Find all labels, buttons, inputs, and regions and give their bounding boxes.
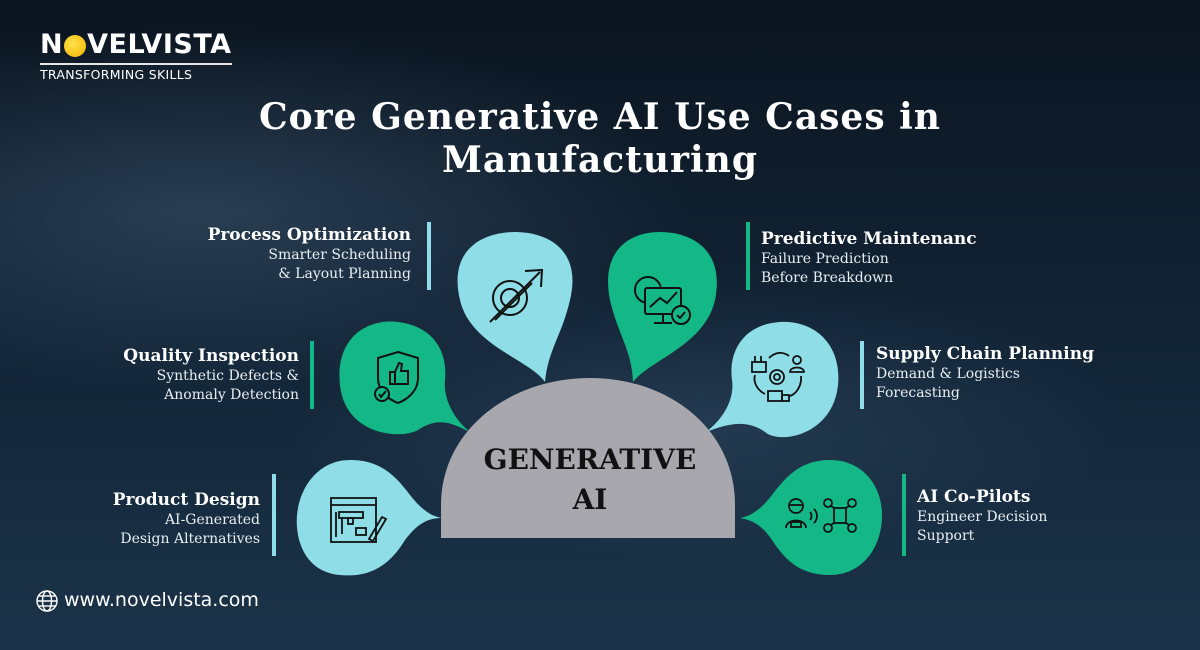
footer-website[interactable]: www.novelvista.com [64,589,259,611]
page-title: Core Generative AI Use Cases in Manufact… [259,96,941,181]
bubble-quality-inspection [339,321,470,435]
center-label: GENERATIVE AI [483,443,697,516]
bubble-supply-chain [706,321,839,438]
bubble-predictive-maintenance [608,232,717,382]
label-supply-chain-planning: Supply Chain Planning Demand & Logistics… [876,344,1094,401]
gear-arrow-icon [489,268,544,323]
bubble-product-design [296,460,442,576]
logo-divider [40,63,232,65]
website-link[interactable]: www.novelvista.com [64,589,259,611]
pilot-drone-icon [785,498,857,533]
label-predictive-maintenance: Predictive Maintenanc Failure Prediction… [761,229,977,286]
shield-thumbs-up-icon [374,350,419,405]
brand-tagline: TRANSFORMING SKILLS [40,67,193,82]
label-quality-inspection: Quality Inspection Synthetic Defects & A… [123,346,299,403]
supply-cycle-icon [751,351,805,402]
center-hub [441,378,735,538]
sun-icon [64,35,87,57]
monitor-gear-check-icon [634,276,691,325]
bubble-ai-copilots [740,460,882,575]
globe-icon [36,590,58,612]
blueprint-pencil-icon [330,497,388,543]
bubble-process-optimization [457,232,573,382]
label-ai-copilots: AI Co-Pilots Engineer Decision Support [917,487,1048,544]
label-process-optimization: Process Optimization Smarter Scheduling … [207,225,411,282]
label-product-design: Product Design AI-Generated Design Alter… [112,490,260,547]
